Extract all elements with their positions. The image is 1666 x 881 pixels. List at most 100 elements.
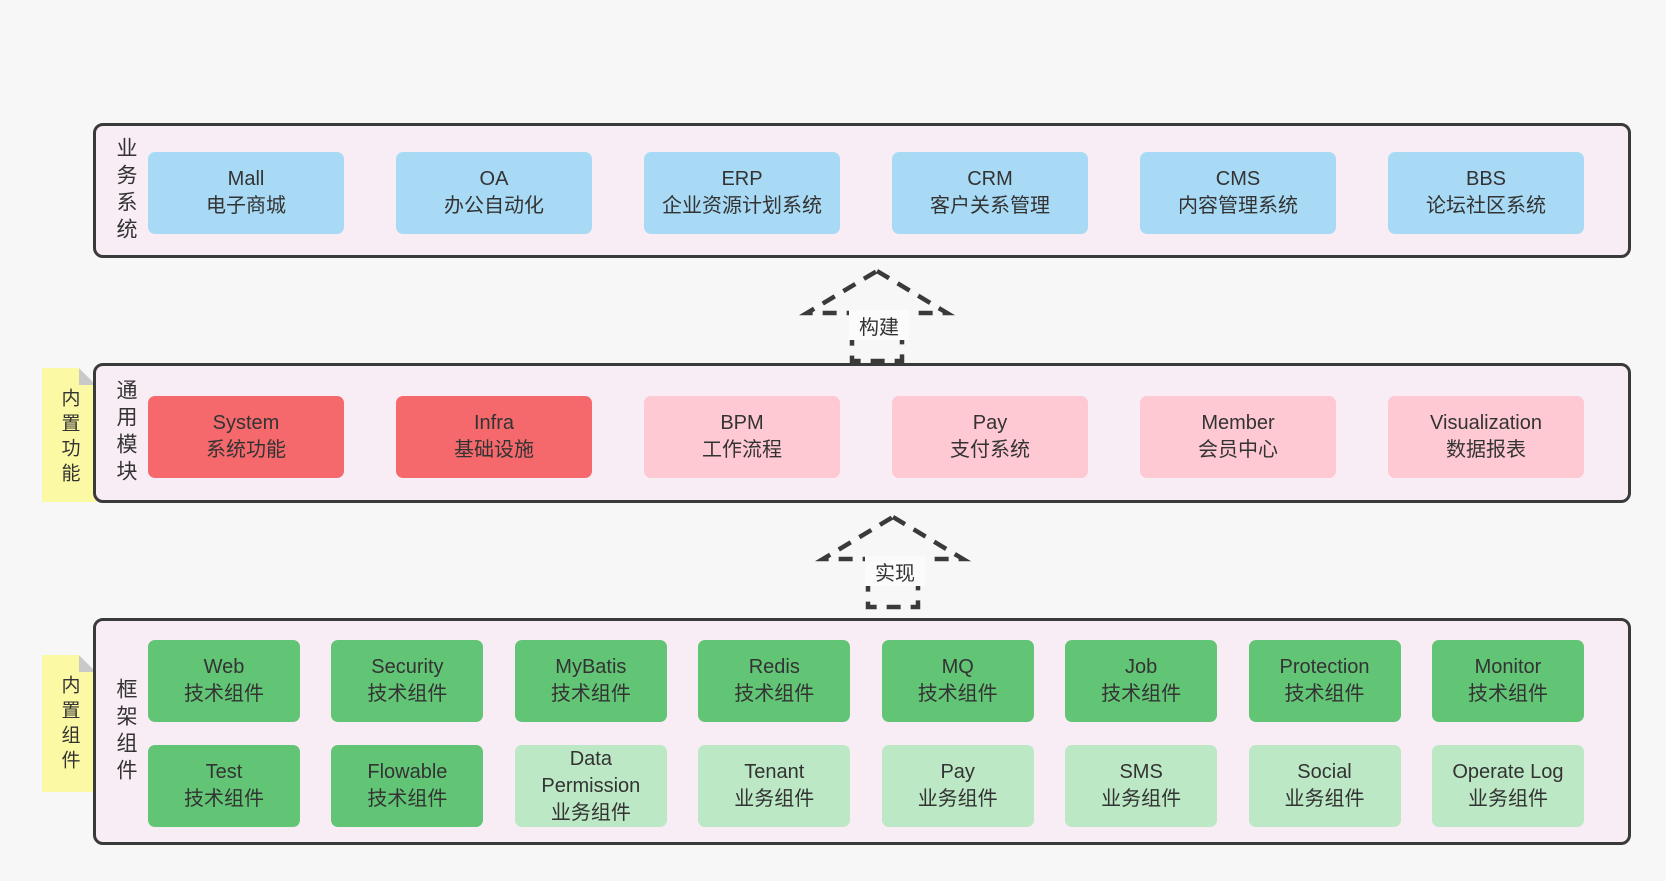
box-erp-title: ERP — [721, 168, 763, 190]
box-cms-title: CMS — [1215, 168, 1261, 190]
band-framework-components-label: 框架组件 — [114, 677, 137, 786]
box-system: System 系统功能 — [148, 396, 344, 478]
sticky-built-in-features: 内置功能 — [42, 368, 96, 502]
block-arrow-up-icon — [798, 268, 956, 364]
box-bbs-subtitle: 论坛社区系统 — [1426, 195, 1546, 217]
box-mq: MQ 技术组件 — [881, 640, 1034, 722]
box-member: Member 会员中心 — [1140, 396, 1336, 478]
box-web-subtitle: 技术组件 — [184, 683, 264, 705]
box-pay-component-subtitle: 业务组件 — [917, 788, 998, 810]
box-crm: CRM 客户关系管理 — [892, 152, 1088, 234]
box-monitor-title: Monitor — [1474, 656, 1542, 678]
components-row-1: Web 技术组件 Security 技术组件 MyBatis 技术组件 Redi… — [148, 640, 1584, 722]
box-sms-subtitle: 业务组件 — [1101, 788, 1182, 810]
box-mq-title: MQ — [941, 656, 974, 678]
band-business-systems: 业务系统 Mall 电子商城 OA 办公自动化 ERP 企业资源计划系统 CRM… — [93, 123, 1631, 258]
sticky-built-in-features-label: 内置功能 — [58, 388, 80, 488]
business-boxes-row: Mall 电子商城 OA 办公自动化 ERP 企业资源计划系统 CRM 客户关系… — [148, 152, 1584, 234]
box-erp-subtitle: 企业资源计划系统 — [662, 195, 822, 217]
arrow-implement — [813, 512, 973, 612]
box-mall-title: Mall — [227, 168, 265, 190]
box-operate-log-title: Operate Log — [1452, 761, 1564, 783]
box-redis-subtitle: 技术组件 — [734, 683, 815, 705]
box-mall-subtitle: 电子商城 — [206, 195, 286, 217]
box-pay-component: Pay 业务组件 — [881, 745, 1034, 827]
box-web: Web 技术组件 — [148, 640, 300, 722]
box-mybatis: MyBatis 技术组件 — [514, 640, 667, 722]
box-social: Social 业务组件 — [1248, 745, 1401, 827]
box-tenant-title: Tenant — [744, 761, 805, 783]
box-cms-subtitle: 内容管理系统 — [1178, 195, 1298, 217]
block-arrow-up-icon — [814, 514, 972, 610]
box-test-subtitle: 技术组件 — [184, 788, 264, 810]
box-mybatis-title: MyBatis — [555, 656, 627, 678]
box-pay-module-title: Pay — [972, 412, 1008, 434]
band-common-modules: 通用模块 System 系统功能 Infra 基础设施 BPM 工作流程 Pay… — [93, 363, 1631, 503]
box-infra-subtitle: 基础设施 — [454, 439, 534, 461]
box-tenant-subtitle: 业务组件 — [734, 788, 815, 810]
box-member-subtitle: 会员中心 — [1198, 439, 1278, 461]
box-bpm-subtitle: 工作流程 — [702, 439, 782, 461]
box-protection-title: Protection — [1279, 656, 1370, 678]
box-system-subtitle: 系统功能 — [206, 439, 286, 461]
box-mall: Mall 电子商城 — [148, 152, 344, 234]
box-monitor-subtitle: 技术组件 — [1467, 683, 1548, 705]
box-job: Job 技术组件 — [1065, 640, 1218, 722]
box-oa: OA 办公自动化 — [396, 152, 592, 234]
band-common-modules-label: 通用模块 — [114, 379, 137, 487]
box-tenant: Tenant 业务组件 — [698, 745, 851, 827]
box-sms-title: SMS — [1119, 761, 1163, 783]
components-row-2: Test 技术组件 Flowable 技术组件 Data Permission … — [148, 745, 1584, 827]
box-security: Security 技术组件 — [331, 640, 484, 722]
box-mq-subtitle: 技术组件 — [917, 683, 998, 705]
box-operate-log-subtitle: 业务组件 — [1467, 788, 1548, 810]
box-crm-title: CRM — [967, 168, 1013, 190]
box-mybatis-subtitle: 技术组件 — [550, 683, 631, 705]
box-bpm: BPM 工作流程 — [644, 396, 840, 478]
box-crm-subtitle: 客户关系管理 — [930, 195, 1050, 217]
box-social-title: Social — [1297, 761, 1352, 783]
arrow-implement-label: 实现 — [865, 556, 925, 586]
box-data-permission-title: Data Permission — [541, 747, 641, 797]
box-sms: SMS 业务组件 — [1065, 745, 1218, 827]
box-cms: CMS 内容管理系统 — [1140, 152, 1336, 234]
band-framework-components: 框架组件 Web 技术组件 Security 技术组件 MyBatis 技术组件… — [93, 618, 1631, 845]
box-erp: ERP 企业资源计划系统 — [644, 152, 840, 234]
box-test-title: Test — [205, 761, 243, 783]
sticky-built-in-components: 内置组件 — [42, 655, 96, 792]
box-pay-module-subtitle: 支付系统 — [950, 439, 1030, 461]
box-member-title: Member — [1201, 412, 1275, 434]
box-oa-title: OA — [479, 168, 509, 190]
sticky-built-in-components-label: 内置组件 — [58, 675, 80, 775]
box-visualization: Visualization 数据报表 — [1388, 396, 1584, 478]
box-data-permission: Data Permission 业务组件 — [514, 745, 667, 827]
box-system-title: System — [212, 412, 280, 434]
box-security-subtitle: 技术组件 — [367, 683, 448, 705]
box-flowable-subtitle: 技术组件 — [367, 788, 448, 810]
box-data-permission-subtitle: 业务组件 — [550, 801, 631, 824]
box-flowable: Flowable 技术组件 — [331, 745, 484, 827]
box-bbs-title: BBS — [1465, 168, 1507, 190]
box-redis: Redis 技术组件 — [698, 640, 851, 722]
box-security-title: Security — [371, 656, 444, 678]
box-redis-title: Redis — [748, 656, 800, 678]
box-pay-component-title: Pay — [940, 761, 975, 783]
box-visualization-title: Visualization — [1430, 412, 1542, 434]
box-bpm-title: BPM — [720, 412, 764, 434]
box-protection-subtitle: 技术组件 — [1284, 683, 1365, 705]
band-business-systems-label: 业务系统 — [114, 136, 137, 245]
box-infra: Infra 基础设施 — [396, 396, 592, 478]
box-job-subtitle: 技术组件 — [1101, 683, 1182, 705]
box-pay-module: Pay 支付系统 — [892, 396, 1088, 478]
box-monitor: Monitor 技术组件 — [1431, 640, 1584, 722]
box-operate-log: Operate Log 业务组件 — [1431, 745, 1584, 827]
arrow-build-label: 构建 — [849, 310, 909, 340]
box-social-subtitle: 业务组件 — [1284, 788, 1365, 810]
box-test: Test 技术组件 — [148, 745, 300, 827]
box-flowable-title: Flowable — [367, 761, 448, 783]
box-web-title: Web — [203, 656, 245, 678]
box-visualization-subtitle: 数据报表 — [1446, 439, 1526, 461]
box-oa-subtitle: 办公自动化 — [444, 195, 544, 217]
box-protection: Protection 技术组件 — [1248, 640, 1401, 722]
